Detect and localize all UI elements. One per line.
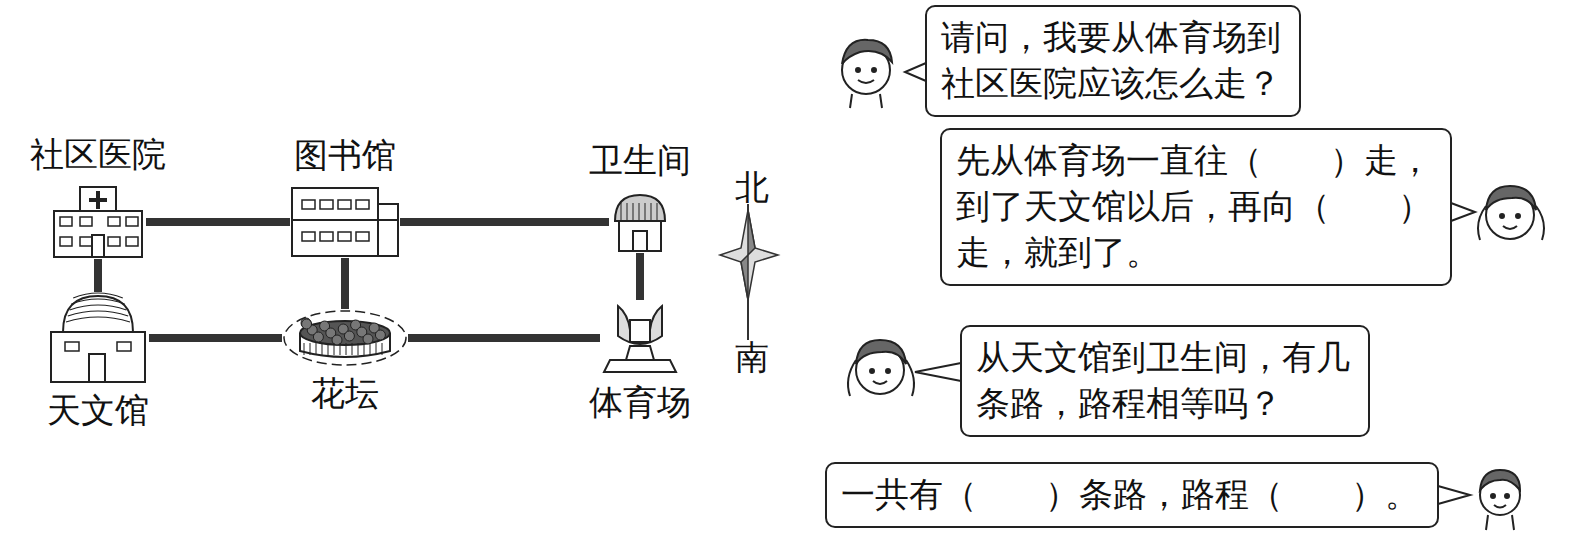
road [341,258,349,309]
bubble-tail [915,363,961,381]
map-place: 卫生间 [609,191,671,253]
toilet-icon [609,191,671,253]
speech-bubble: 先从体育场一直往（ ）走， 到了天文馆以后，再向（ ） 走，就到了。 [940,128,1452,286]
speech-bubble: 一共有（ ）条路，路程（ ）。 [825,462,1439,528]
speech-bubble: 从天文馆到卫生间，有几 条路，路程相等吗？ [960,325,1370,437]
map-place: 图书馆 [290,186,400,258]
map-place: 社区医院 [50,185,146,259]
place-name: 社区医院 [30,136,166,173]
speech-bubble: 请问，我要从体育场到 社区医院应该怎么走？ [925,5,1301,117]
stadium-icon [600,300,680,376]
map-place: 花坛 [282,309,408,367]
map-place: 体育场 [600,300,680,376]
road [400,218,609,226]
map-place: 天文馆 [47,292,149,384]
road [146,218,290,226]
compass-direction: 北 [733,170,771,204]
boy-face [1480,470,1520,530]
dialogue-text: 一共有（ ）条路，路程（ ）。 [841,472,1423,518]
bubble-tail [1451,203,1475,221]
compass-direction: 南 [733,340,771,374]
dialogue-text: 从天文馆到卫生间，有几 条路，路程相等吗？ [976,335,1354,427]
dialogue-text: 请问，我要从体育场到 社区医院应该怎么走？ [941,15,1285,107]
bubble-tail [905,63,926,81]
compass [720,198,778,342]
bubble-tails [905,63,1475,504]
road [408,334,600,342]
girl-face [848,340,914,396]
girl-face [1478,186,1544,240]
flowerbed-icon [282,309,408,367]
road [94,259,102,292]
road [149,334,282,342]
place-name: 天文馆 [47,392,149,429]
place-name: 图书馆 [294,137,396,174]
bubble-tail [1438,486,1470,504]
child-face [842,40,892,108]
observatory-icon [47,292,149,384]
road [636,253,644,300]
library-icon [290,186,400,258]
place-name: 卫生间 [589,142,691,179]
place-name: 花坛 [311,375,379,412]
dialogue-text: 先从体育场一直往（ ）走， 到了天文馆以后，再向（ ） 走，就到了。 [956,138,1436,276]
place-name: 体育场 [589,384,691,421]
hospital-icon [50,185,146,259]
